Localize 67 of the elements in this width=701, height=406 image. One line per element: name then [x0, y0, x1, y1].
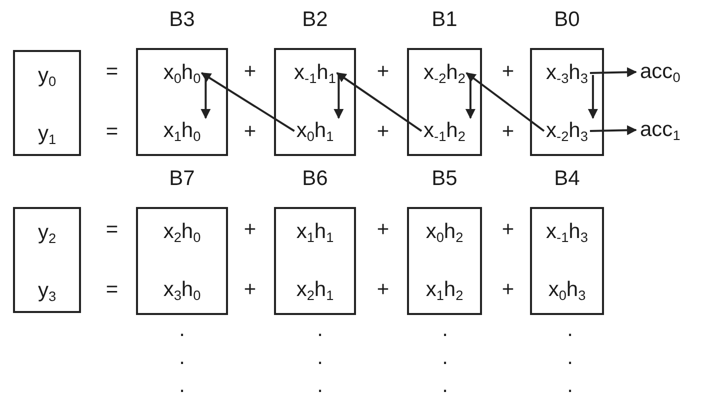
operator: +	[502, 120, 514, 144]
block-label: B0	[553, 8, 581, 32]
product-term: x$_{-1}$h$_{3}$	[544, 219, 598, 245]
operator: =	[106, 278, 118, 302]
block-label: B3	[168, 8, 196, 32]
operator: +	[376, 120, 390, 144]
operator: +	[502, 60, 514, 84]
output-label: y$_{2}$	[36, 221, 58, 245]
product-term: x$_{-1}$h$_{2}$	[422, 118, 476, 144]
operator: +	[244, 278, 256, 302]
arrow	[334, 75, 344, 119]
arrow	[588, 75, 598, 119]
ellipsis-dot: .	[179, 374, 185, 398]
output-label: y$_{1}$	[36, 122, 58, 146]
product-term: x$_{0}$h$_{2}$	[424, 219, 474, 245]
accumulator-label: acc$_{1}$	[640, 117, 680, 143]
arrow	[200, 72, 295, 132]
block-label: B5	[430, 167, 458, 191]
arrow	[336, 72, 422, 132]
ellipsis-dot: .	[317, 318, 323, 342]
product-term: x$_{2}$h$_{0}$	[161, 219, 211, 245]
product-term: x$_{-3}$h$_{3}$	[544, 60, 598, 86]
product-term: x$_{-1}$h$_{1}$	[292, 60, 346, 86]
operator: =	[106, 60, 118, 84]
arrow	[590, 125, 637, 136]
product-term: x$_{1}$h$_{0}$	[161, 118, 211, 144]
output-label: y$_{3}$	[36, 279, 58, 303]
arrow	[590, 67, 637, 78]
ellipsis-dot: .	[567, 318, 573, 342]
output-label: y$_{0}$	[36, 64, 58, 88]
operator: +	[502, 218, 514, 242]
operator: =	[106, 120, 118, 144]
product-term: x$_{1}$h$_{2}$	[424, 277, 474, 303]
product-term: x$_{3}$h$_{0}$	[161, 277, 211, 303]
accumulator-label: acc$_{0}$	[640, 59, 680, 85]
operator: +	[244, 218, 256, 242]
product-term: x$_{1}$h$_{1}$	[294, 219, 344, 245]
operator: +	[376, 60, 390, 84]
ellipsis-dot: .	[442, 346, 448, 370]
operator: +	[244, 120, 256, 144]
ellipsis-dot: .	[179, 346, 185, 370]
output-box	[13, 207, 81, 313]
product-term: x$_{0}$h$_{0}$	[161, 60, 211, 86]
product-term: x$_{-2}$h$_{3}$	[544, 118, 598, 144]
ellipsis-dot: .	[442, 374, 448, 398]
product-term: x$_{2}$h$_{1}$	[294, 277, 344, 303]
block-label: B1	[430, 8, 458, 32]
block-label: B7	[168, 167, 196, 191]
block-label: B4	[553, 167, 581, 191]
ellipsis-dot: .	[317, 374, 323, 398]
operator: +	[376, 278, 390, 302]
product-term: x$_{-2}$h$_{2}$	[422, 60, 476, 86]
product-term: x$_{0}$h$_{3}$	[546, 277, 596, 303]
arrow	[466, 72, 545, 132]
ellipsis-dot: .	[567, 374, 573, 398]
ellipsis-dot: .	[317, 346, 323, 370]
ellipsis-dot: .	[179, 318, 185, 342]
operator: =	[106, 218, 118, 242]
block-label: B6	[301, 167, 329, 191]
ellipsis-dot: .	[442, 318, 448, 342]
operator: +	[502, 278, 514, 302]
operator: +	[244, 60, 256, 84]
product-term: x$_{0}$h$_{1}$	[294, 118, 344, 144]
operator: +	[376, 218, 390, 242]
output-box	[13, 50, 81, 156]
ellipsis-dot: .	[567, 346, 573, 370]
block-label: B2	[301, 8, 329, 32]
